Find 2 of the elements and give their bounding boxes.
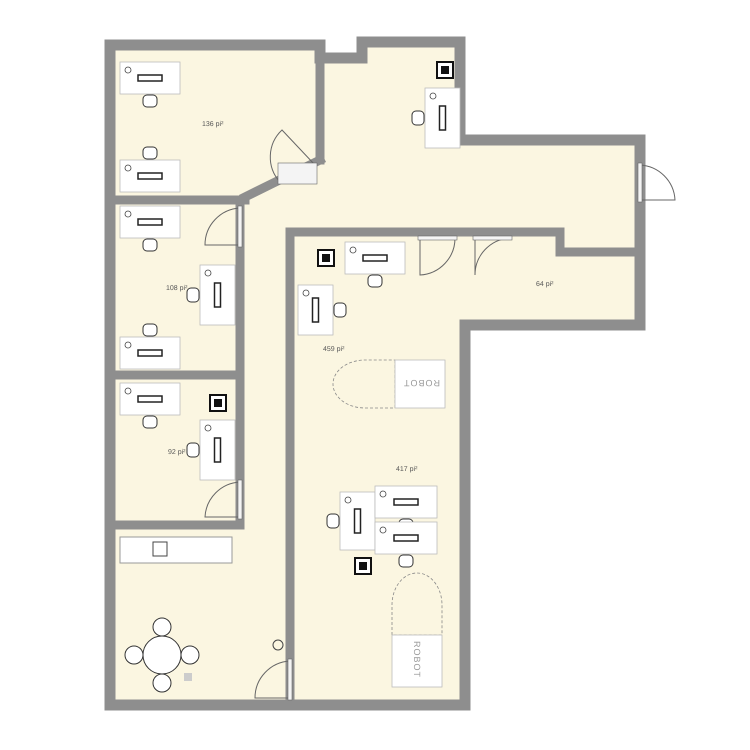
- robot-label: ROBOT: [403, 378, 440, 387]
- robot-label: ROBOT: [412, 641, 421, 678]
